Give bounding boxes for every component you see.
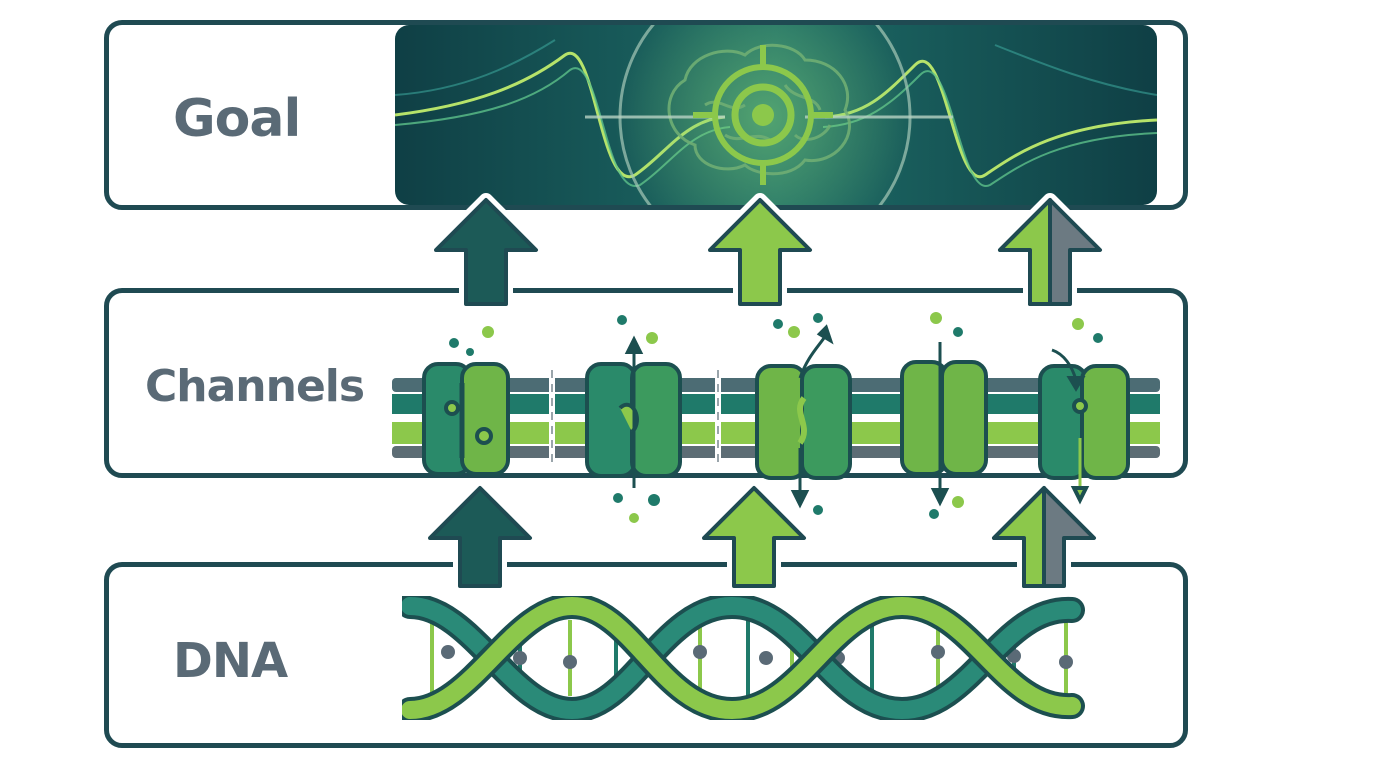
up-arrow-icon <box>987 481 1101 593</box>
ion-channel-icon <box>900 342 988 507</box>
up-arrow-icon <box>993 193 1107 311</box>
up-arrow-icon <box>429 193 543 311</box>
goal-label: Goal <box>173 89 301 149</box>
up-arrow-icon <box>697 481 811 593</box>
target-icon <box>585 45 953 185</box>
ion-channels-image <box>392 312 1160 523</box>
up-arrow-icon <box>423 481 537 593</box>
dna-helix-icon <box>402 596 1085 720</box>
channels-label: Channels <box>145 361 365 412</box>
up-arrow-icon <box>703 193 817 311</box>
ion-channel-icon <box>585 335 682 488</box>
ion-channel-icon <box>755 324 852 509</box>
dna-label: DNA <box>173 633 288 689</box>
ion-channel-icon <box>1038 348 1130 505</box>
goal-brain-target-image <box>395 25 1157 205</box>
ion-channel-icon <box>422 362 510 476</box>
